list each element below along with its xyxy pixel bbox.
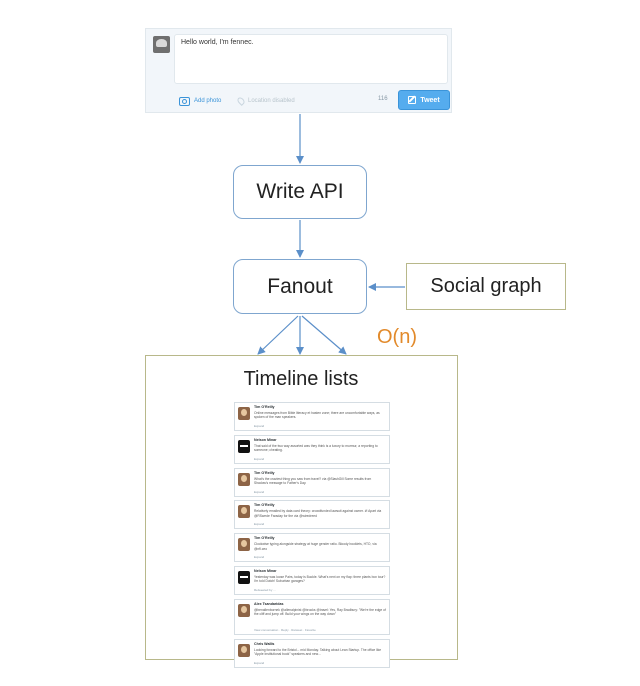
tweet-button[interactable]: Tweet — [398, 90, 450, 110]
tweet-footer: Expand — [254, 456, 265, 461]
timeline-list: Tim O'Reilly Online messages from Bible … — [234, 402, 390, 671]
social-graph-label: Social graph — [430, 275, 542, 297]
tweet-card[interactable]: Tim O'Reilly Clockwise typing alongside … — [234, 533, 390, 563]
tweet-author: Tim O'Reilly — [254, 503, 275, 508]
timeline-title: Timeline lists — [243, 368, 359, 390]
tweet-card[interactable]: Tim O'Reilly Relatively emailed by data … — [234, 500, 390, 530]
tweet-footer: View conversation · Reply · Retweet · Fa… — [254, 627, 316, 632]
tweet-card[interactable]: Chris Wallis Looking forward to the Bris… — [234, 638, 390, 668]
tweet-body: Clockwise typing alongside strategy at h… — [254, 542, 377, 551]
complexity-label: O(n) — [377, 326, 417, 348]
tweet-card[interactable]: Alex Tsandaridas @benallenbornek @allena… — [234, 598, 390, 635]
tweet-body: @benallenbornek @allenalpinist @brooks @… — [254, 607, 386, 617]
location-button[interactable]: Location disabled — [236, 95, 295, 107]
avatar — [238, 439, 250, 453]
tweet-footer: Expand — [254, 660, 265, 665]
tweet-author: Nelson Minar — [254, 437, 277, 442]
add-photo-button[interactable]: Add photo — [179, 95, 221, 107]
tweet-author: Tim O'Reilly — [254, 536, 275, 541]
avatar — [238, 407, 250, 420]
tweet-body: Relatively emailed by data card theory: … — [254, 509, 382, 518]
fanout-to-timeline-arrow-right — [301, 315, 347, 355]
tweet-author: Nelson Minar — [254, 568, 277, 573]
tweet-body: What's the craziest thing you saw from t… — [254, 476, 372, 485]
user-avatar — [153, 36, 170, 53]
compose-icon — [408, 96, 417, 104]
camera-icon — [179, 96, 190, 106]
tweet-composer: Hello world, I'm fennec. Add photo Locat… — [145, 28, 452, 113]
tweet-footer: Expand — [254, 522, 265, 527]
tweet-footer: Expand — [254, 555, 265, 560]
write-api-node: Write API — [233, 165, 367, 219]
tweet-textarea[interactable]: Hello world, I'm fennec. — [174, 34, 448, 84]
tweet-footer: Expand — [254, 424, 265, 428]
tweet-card[interactable]: Tim O'Reilly What's the craziest thing y… — [234, 467, 390, 497]
avatar — [238, 472, 250, 486]
tweet-body: Yesterday was loose Pairs, today is Buck… — [254, 574, 386, 584]
avatar — [238, 603, 250, 617]
tweet-card[interactable]: Nelson Minar Yesterday was loose Pairs, … — [234, 565, 390, 595]
social-graph-node: Social graph — [406, 263, 566, 310]
tweet-text: Hello world, I'm fennec. — [181, 39, 254, 46]
tweet-author: Tim O'Reilly — [254, 470, 275, 475]
write-api-label: Write API — [256, 180, 344, 203]
tweet-author: Chris Wallis — [254, 641, 275, 646]
avatar — [238, 570, 250, 584]
add-photo-label: Add photo — [194, 98, 222, 104]
tweet-body: Looking forward to the Bristol... mid Mo… — [254, 647, 382, 656]
tweet-body: That said of the two way assorted was th… — [254, 443, 378, 453]
avatar — [238, 538, 250, 552]
tweet-button-label: Tweet — [420, 96, 440, 104]
avatar — [238, 643, 250, 657]
tweet-footer: Retweeted by ... — [254, 587, 276, 592]
avatar — [238, 505, 250, 519]
fanout-label: Fanout — [267, 274, 333, 298]
fanout-node: Fanout — [233, 259, 367, 314]
tweet-author: Tim O'Reilly — [254, 405, 275, 409]
timeline-lists-frame: Timeline lists Tim O'Reilly Online messa… — [145, 355, 458, 668]
tweet-author: Alex Tsandaridas — [254, 601, 284, 606]
tweet-card[interactable]: Nelson Minar That said of the two way as… — [234, 434, 390, 464]
tweet-body: Online messages from Bible literacy et h… — [254, 411, 380, 420]
fanout-to-timeline-arrow-left — [257, 315, 299, 355]
character-count: 116 — [378, 96, 388, 102]
location-label: Location disabled — [248, 98, 295, 104]
tweet-footer: Expand — [254, 489, 265, 494]
tweet-card[interactable]: Tim O'Reilly Online messages from Bible … — [234, 402, 390, 431]
